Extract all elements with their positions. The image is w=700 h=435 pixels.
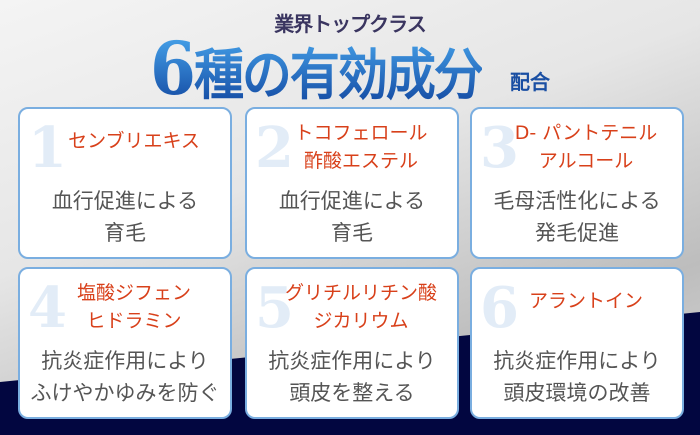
ingredient-name-line1: グリチルリチン酸	[284, 282, 437, 304]
ingredient-name: グリチルリチン酸ジカリウム	[247, 279, 457, 335]
ingredient-name-line1: 塩酸ジフェン	[76, 282, 191, 304]
effect-line2: 発毛促進	[535, 221, 619, 245]
ingredient-name-line2: ヒドラミン	[86, 310, 182, 332]
card-number: 4	[28, 275, 67, 341]
card-number: 2	[255, 115, 294, 181]
ingredient-effect: 毛母活性化による発毛促進	[472, 185, 682, 249]
effect-line1: 抗炎症作用により	[268, 349, 436, 373]
ingredient-name-line1: D- パントテニル	[514, 122, 658, 144]
ingredient-name-line1: センブリエキス	[68, 130, 200, 152]
effect-line2: 頭皮を整える	[289, 381, 415, 405]
main-title: 6種の有効成分	[150, 30, 482, 114]
ingredient-name: アラントイン	[472, 287, 682, 315]
ingredient-name-line2: アルコール	[538, 150, 634, 172]
ingredient-card: 4 塩酸ジフェンヒドラミン 抗炎症作用によりふけやかゆみを防ぐ	[18, 267, 232, 419]
ingredient-effect: 抗炎症作用により頭皮環境の改善	[472, 345, 682, 409]
effect-line1: 毛母活性化による	[493, 189, 661, 213]
card-number: 3	[480, 115, 519, 181]
card-number: 5	[255, 275, 294, 341]
ingredient-name-line2: 酢酸エステル	[303, 150, 418, 172]
effect-line2: 育毛	[331, 221, 373, 245]
ingredient-name: 塩酸ジフェンヒドラミン	[20, 279, 230, 335]
card-number: 6	[480, 275, 519, 341]
title-suffix: 配合	[510, 70, 550, 94]
ingredient-name: トコフェロール酢酸エステル	[247, 119, 457, 175]
ingredient-effect: 血行促進による育毛	[20, 185, 230, 249]
ingredient-card: 6 アラントイン 抗炎症作用により頭皮環境の改善	[470, 267, 684, 419]
ingredient-card: 3 D- パントテニルアルコール 毛母活性化による発毛促進	[470, 107, 684, 259]
effect-line1: 血行促進による	[51, 189, 199, 213]
ingredient-name-line1: アラントイン	[528, 290, 643, 312]
effect-line2: ふけやかゆみを防ぐ	[30, 381, 220, 405]
ingredient-name-line1: トコフェロール	[294, 122, 428, 144]
effect-line1: 血行促進による	[278, 189, 426, 213]
ingredient-card: 1 センブリエキス 血行促進による育毛	[18, 107, 232, 259]
effect-line1: 抗炎症作用により	[41, 349, 209, 373]
ingredient-card: 5 グリチルリチン酸ジカリウム 抗炎症作用により頭皮を整える	[245, 267, 459, 419]
card-number: 1	[28, 115, 67, 181]
ingredient-name: D- パントテニルアルコール	[472, 119, 682, 175]
ingredient-name-line2: ジカリウム	[313, 310, 409, 332]
ingredient-effect: 血行促進による育毛	[247, 185, 457, 249]
title-text: 種の有効成分	[193, 42, 482, 107]
effect-line2: 頭皮環境の改善	[503, 381, 651, 405]
subtitle: 業界トップクラス	[274, 12, 427, 36]
effect-line2: 育毛	[104, 221, 146, 245]
title-number: 6	[150, 25, 194, 112]
ingredient-effect: 抗炎症作用によりふけやかゆみを防ぐ	[20, 345, 230, 409]
ingredient-name: センブリエキス	[20, 127, 230, 155]
ingredient-card: 2 トコフェロール酢酸エステル 血行促進による育毛	[245, 107, 459, 259]
effect-line1: 抗炎症作用により	[493, 349, 661, 373]
ingredient-effect: 抗炎症作用により頭皮を整える	[247, 345, 457, 409]
